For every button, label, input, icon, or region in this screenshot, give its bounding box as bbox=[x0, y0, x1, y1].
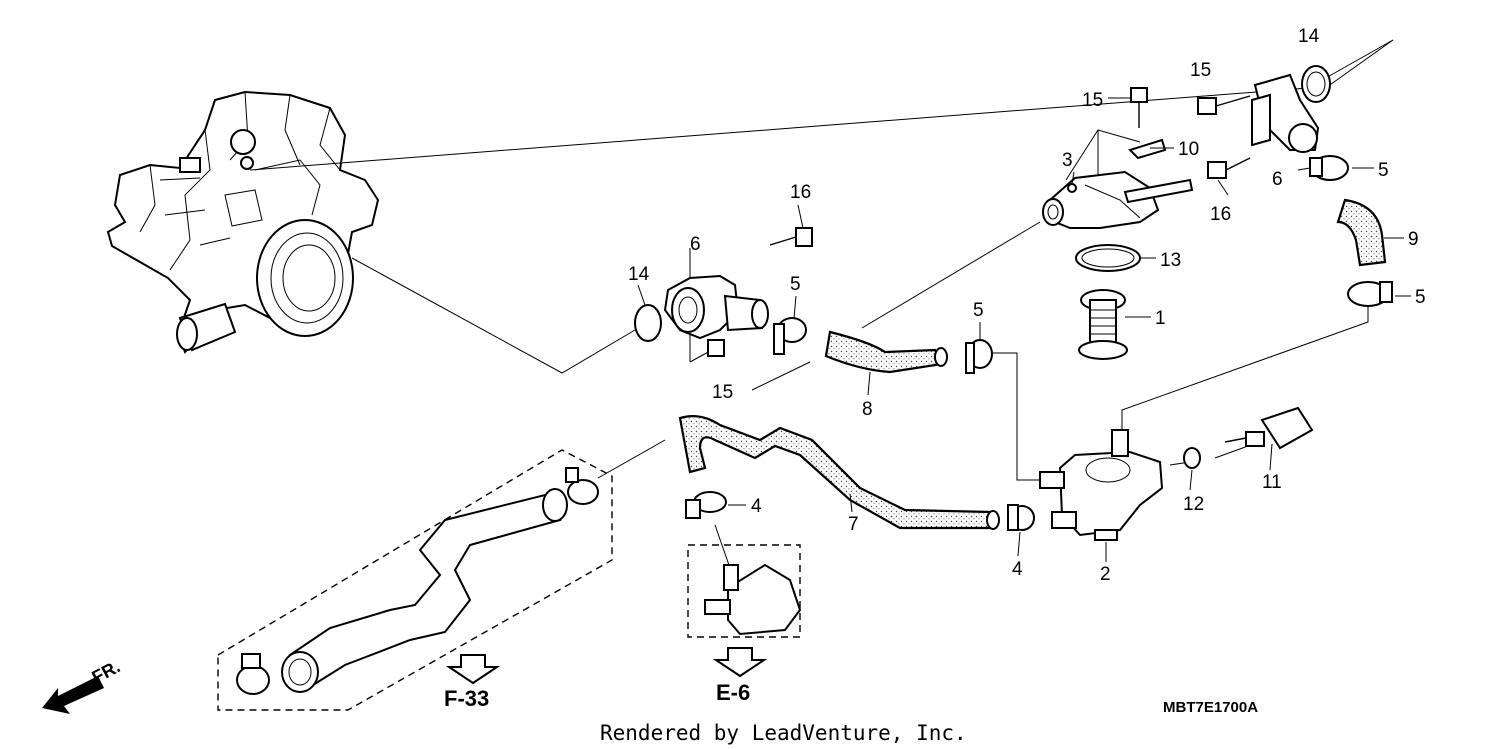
callout-ticks bbox=[637, 97, 1411, 562]
callout-11: 11 bbox=[1262, 472, 1282, 493]
callout-6-right: 6 bbox=[1272, 169, 1283, 190]
callout-15-right: 15 bbox=[1190, 60, 1211, 81]
callout-5-left: 5 bbox=[790, 274, 801, 295]
callout-15-top: 15 bbox=[1082, 90, 1103, 111]
front-direction-arrow: FR. bbox=[42, 656, 123, 714]
radiator-hose bbox=[281, 488, 568, 693]
reservoir-box bbox=[687, 544, 801, 638]
callout-6-left: 6 bbox=[690, 234, 701, 255]
callout-5-right-bottom: 5 bbox=[1415, 287, 1426, 308]
diagram-code: MBT7E1700A bbox=[1163, 699, 1258, 716]
ref-label-f33: F-33 bbox=[444, 686, 489, 711]
callout-2: 2 bbox=[1100, 564, 1111, 585]
callout-15-left: 15 bbox=[712, 382, 733, 403]
temperature-sensor-11 bbox=[1224, 406, 1314, 450]
callout-5-center: 5 bbox=[973, 300, 984, 321]
callout-labels: 14 15 15 10 3 6 5 16 16 9 6 13 14 5 5 5 … bbox=[628, 26, 1426, 585]
callout-3: 3 bbox=[1062, 150, 1073, 171]
hose-clamp-4-right bbox=[1007, 504, 1035, 531]
hose-clamp-5-left bbox=[773, 317, 807, 355]
callout-7: 7 bbox=[848, 514, 859, 535]
thermostat-housing-2 bbox=[1039, 429, 1164, 541]
ref-arrow-f33 bbox=[445, 654, 501, 685]
callout-4-left: 4 bbox=[751, 496, 762, 517]
ref-label-e6: E-6 bbox=[716, 680, 750, 705]
bolt-16-right bbox=[1207, 157, 1251, 179]
callout-10: 10 bbox=[1178, 139, 1199, 160]
hose-9 bbox=[1336, 198, 1387, 267]
callout-4-right: 4 bbox=[1012, 559, 1023, 580]
washer-12 bbox=[1183, 447, 1201, 469]
hose-8 bbox=[824, 330, 944, 374]
hose-clamp-box-bottom bbox=[236, 653, 270, 695]
o-ring-14-left bbox=[634, 304, 662, 342]
callout-1: 1 bbox=[1155, 308, 1166, 329]
bolt-16-left bbox=[769, 227, 813, 247]
radiator-hose-box bbox=[217, 449, 613, 711]
callout-8: 8 bbox=[862, 399, 873, 420]
leader-lines bbox=[249, 39, 1394, 569]
callout-13: 13 bbox=[1160, 250, 1181, 271]
hose-clamp-box-top bbox=[565, 467, 599, 505]
callout-14-top: 14 bbox=[1298, 26, 1320, 47]
thermostat-cover bbox=[1042, 170, 1194, 229]
clip-10 bbox=[1128, 138, 1167, 160]
hose-clamp-4-left bbox=[685, 491, 727, 519]
callout-16-right: 16 bbox=[1210, 204, 1231, 225]
credit-text: Rendered by LeadVenture, Inc. bbox=[600, 721, 967, 745]
ref-arrow-e6 bbox=[712, 647, 768, 678]
water-joint-6-right bbox=[1251, 65, 1331, 153]
hose-clamp-5-center bbox=[965, 339, 993, 374]
callout-16-left: 16 bbox=[790, 182, 811, 203]
bolt-15-right bbox=[1197, 95, 1251, 115]
callout-9: 9 bbox=[1408, 229, 1419, 250]
callout-12: 12 bbox=[1183, 494, 1204, 515]
water-joint-6-left bbox=[663, 274, 769, 340]
engine-illustration bbox=[106, 90, 380, 354]
hose-7 bbox=[678, 415, 997, 530]
reservoir-tank bbox=[704, 563, 802, 636]
hose-clamp-5-right-top bbox=[1309, 155, 1349, 181]
hose-clamp-5-right-bottom bbox=[1347, 281, 1393, 307]
thermostat-1 bbox=[1078, 289, 1128, 360]
bolt-15-top bbox=[1130, 87, 1148, 128]
bolt-15-left bbox=[707, 339, 725, 357]
callout-14-left: 14 bbox=[628, 264, 650, 285]
callout-5-right-top: 5 bbox=[1378, 160, 1389, 181]
